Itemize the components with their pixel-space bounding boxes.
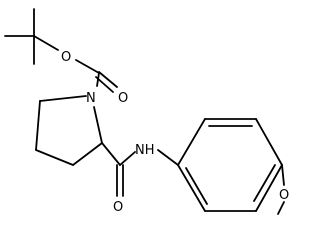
bond-carbonyl-to-nitrogen bbox=[96, 72, 100, 87]
bond-methoxy-o-to-methyl bbox=[277, 201, 285, 215]
amide-nh-label: NH bbox=[135, 143, 155, 158]
structure-diagram: O O N NH O O bbox=[4, 8, 289, 215]
ester-oxygen-label: O bbox=[61, 50, 71, 65]
atom-labels: O O N NH O O bbox=[61, 50, 289, 215]
bond-ring-c2-n bbox=[93, 106, 103, 144]
bond-amide-to-nh bbox=[119, 151, 136, 166]
bond-aryl-c3-c4 bbox=[255, 118, 283, 166]
bond-ring-c4-c3 bbox=[35, 149, 74, 166]
bond-aryl-c6-c1 bbox=[177, 164, 206, 212]
bond-tbu-to-oxygen bbox=[33, 35, 59, 51]
carbonyl-oxygen-bottom-label: O bbox=[113, 200, 123, 215]
bonds bbox=[4, 8, 285, 215]
methoxy-oxygen-label: O bbox=[279, 188, 289, 203]
bond-nh-to-aryl bbox=[157, 149, 179, 166]
bond-ring-c5-c4 bbox=[35, 100, 41, 151]
ring-nitrogen-label: N bbox=[86, 91, 96, 106]
bond-carbonyl-double-a bbox=[98, 71, 118, 88]
bond-oxygen-to-carbonyl bbox=[75, 59, 100, 74]
bond-aryl-inner-2 bbox=[253, 164, 276, 202]
bond-c2-to-amide-carbon bbox=[101, 142, 121, 166]
bond-ring-n-c5 bbox=[39, 95, 87, 102]
bond-aryl-c4-c5 bbox=[255, 164, 283, 212]
bond-aryl-inner-3 bbox=[185, 167, 208, 205]
bond-aryl-c1-c2 bbox=[177, 118, 206, 166]
bond-aryl-to-methoxy-o bbox=[281, 164, 285, 186]
carbonyl-oxygen-top-label: O bbox=[118, 91, 128, 106]
bond-ring-c3-c2 bbox=[72, 142, 103, 166]
